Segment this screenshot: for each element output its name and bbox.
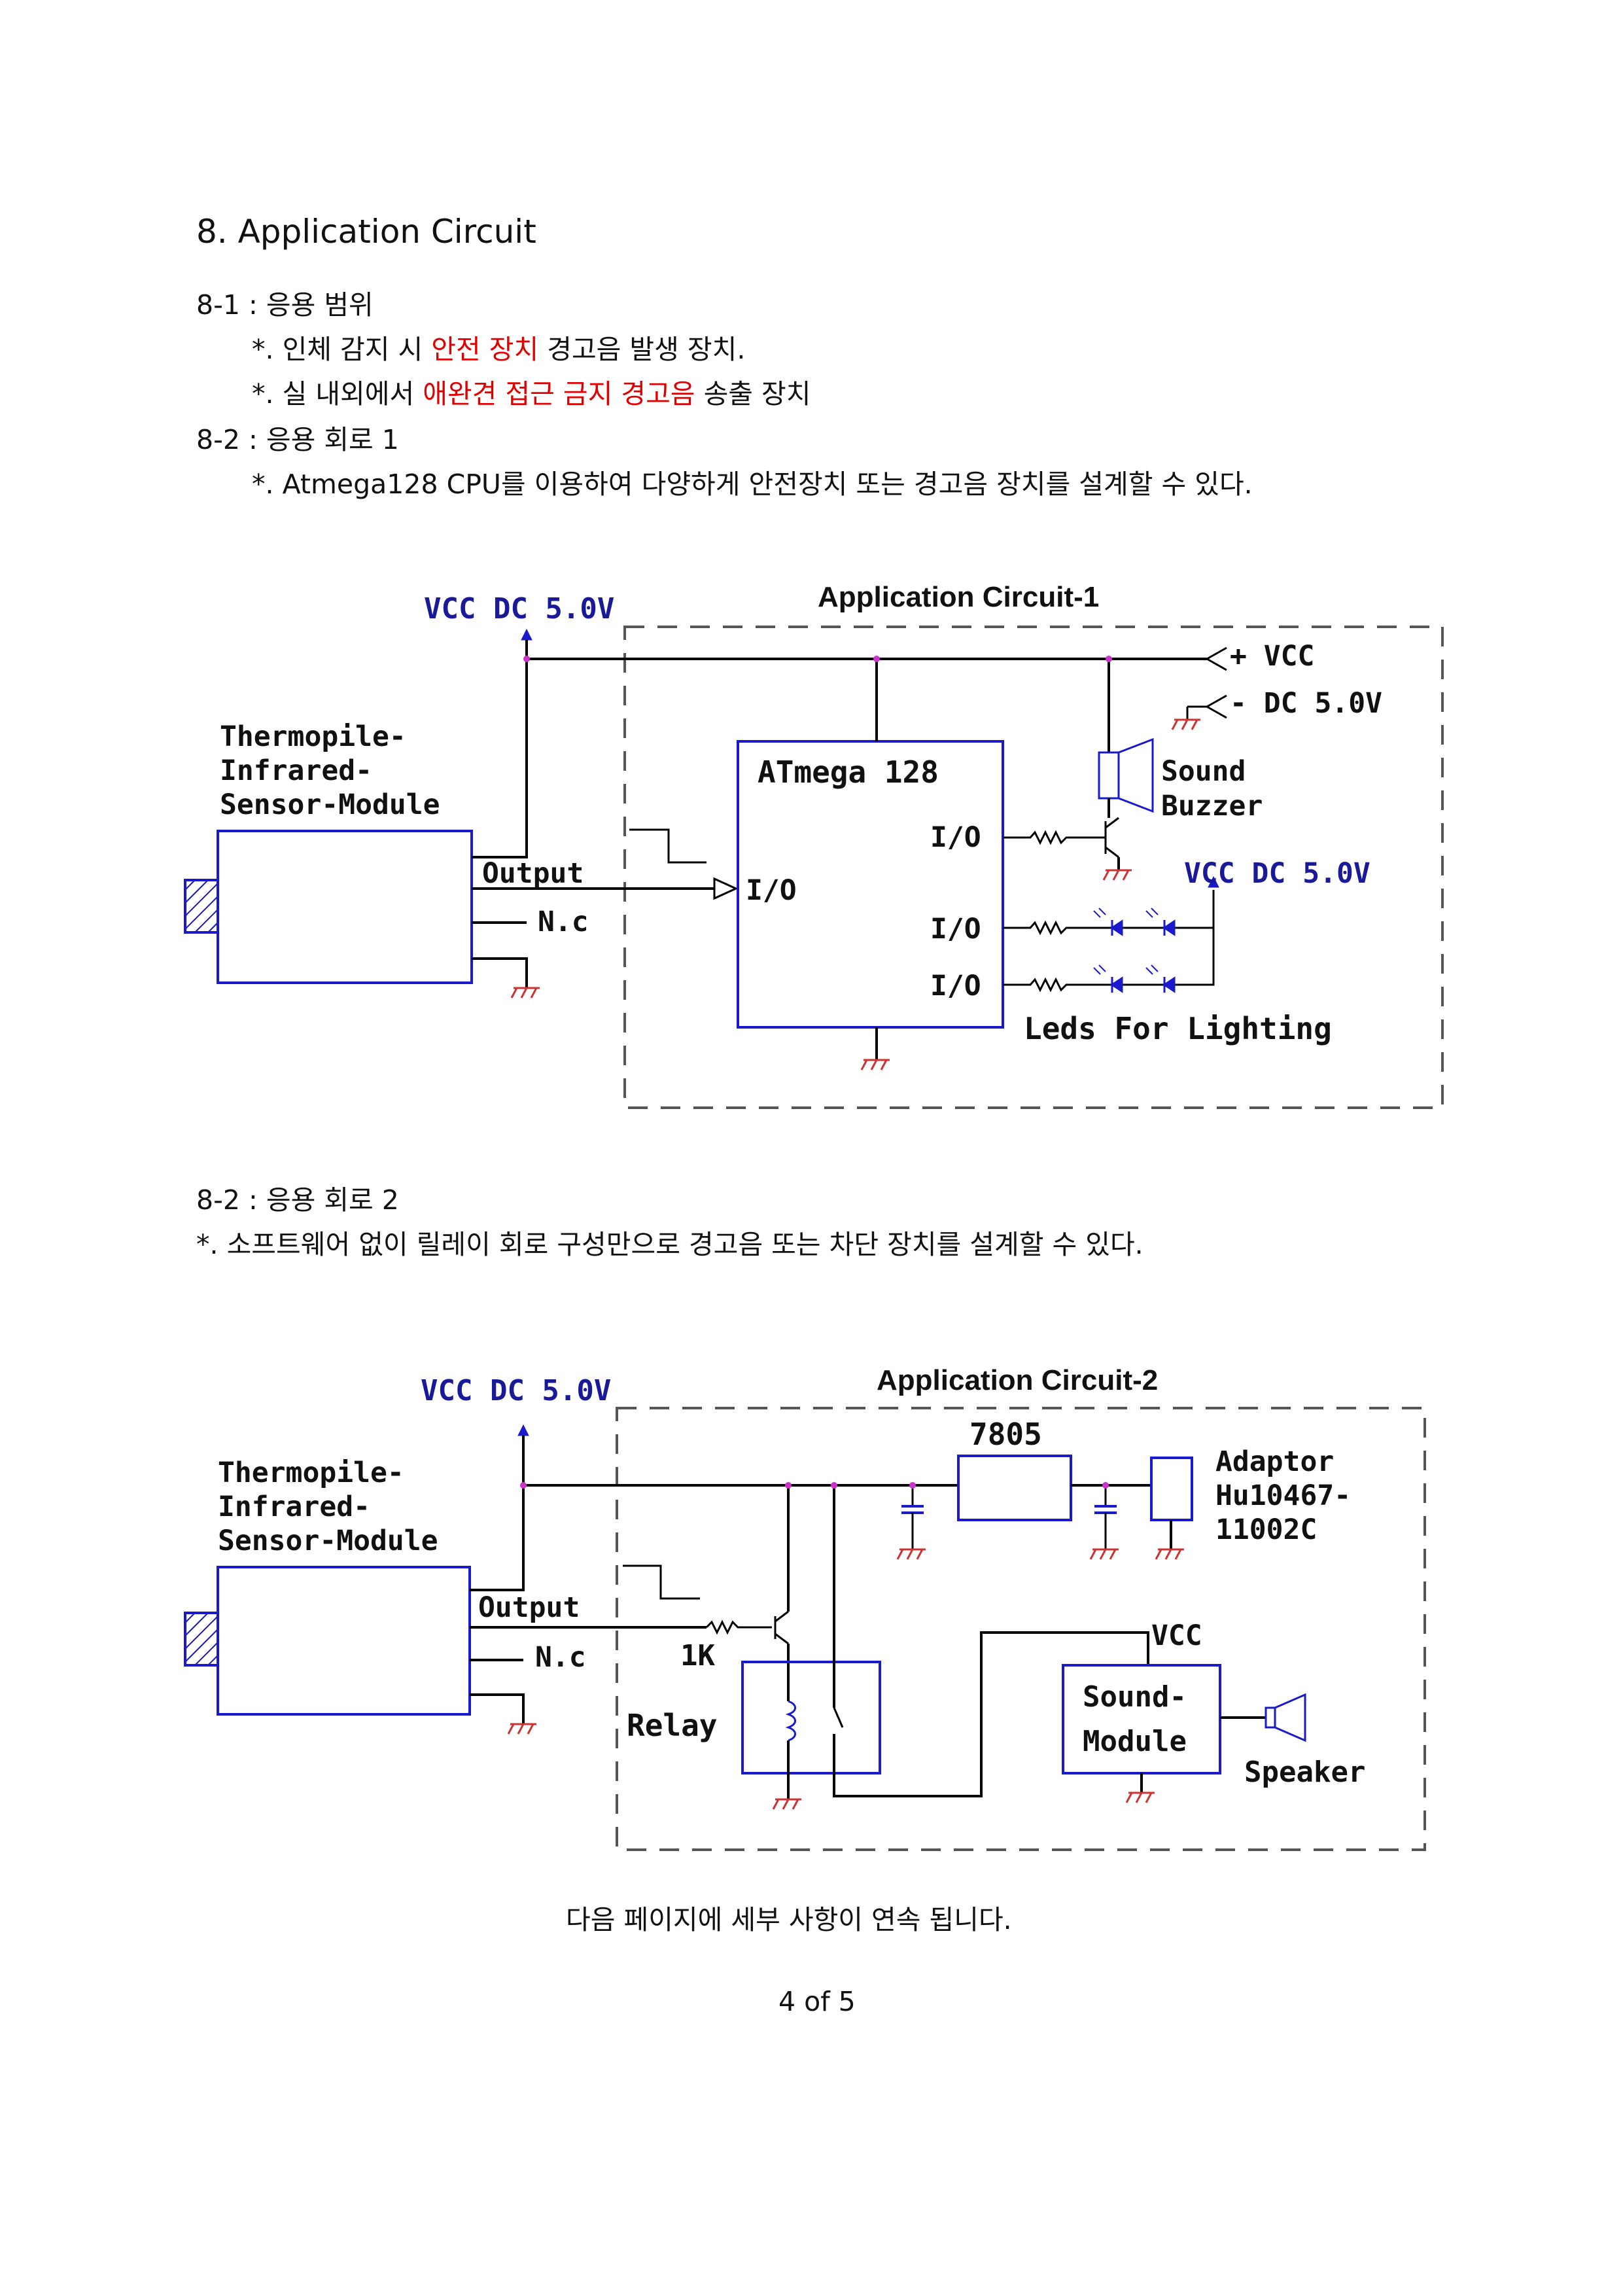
continuation-note: 다음 페이지에 세부 사항이 연속 됩니다. — [566, 1904, 1012, 1935]
relay-box — [741, 1661, 881, 1775]
sensor2-label-line3: Sensor-Module — [218, 1525, 438, 1557]
mcu-label: ATmega 128 — [758, 754, 939, 790]
adaptor-label: Adaptor Hu10467- 11002C — [1215, 1445, 1351, 1547]
speaker-symbol — [1265, 1706, 1276, 1729]
circuit2-sensor-label: Thermopile- Infrared- Sensor-Module — [218, 1456, 438, 1558]
leds-label: Leds For Lighting — [1024, 1011, 1332, 1046]
mcu-io-input: I/O — [746, 874, 797, 907]
line2-highlight: 애완견 접근 금지 경고음 — [423, 378, 695, 410]
sensor-window — [184, 879, 219, 934]
sensor2-label-line2: Infrared- — [218, 1491, 370, 1523]
relay-label: Relay — [627, 1708, 718, 1743]
section-8-2a-line1: *. Atmega128 CPU를 이용하여 다양하게 안전장치 또는 경고음 … — [252, 468, 1253, 500]
circuit1-sensor-label: Thermopile- Infrared- Sensor-Module — [220, 720, 440, 822]
circuit1-title: Application Circuit-1 — [818, 581, 1100, 613]
mcu-io-2: I/O — [930, 913, 981, 945]
section-8-2b-title: 8-2 : 응용 회로 2 — [196, 1184, 399, 1216]
section-8-1-title: 8-1 : 응용 범위 — [196, 289, 374, 321]
minus-dc-label: - DC 5.0V — [1230, 687, 1382, 720]
sensor-module-box — [217, 830, 473, 984]
plus-vcc-label: + VCC — [1230, 640, 1315, 673]
circuit1-vcc2-label: VCC DC 5.0V — [1184, 857, 1370, 890]
sound-module-label: Sound- Module — [1083, 1675, 1187, 1764]
page-number: 4 of 5 — [778, 1986, 856, 2017]
line1-text-a: *. 인체 감지 시 — [252, 334, 432, 365]
vcc-rail-2 — [470, 1484, 958, 1591]
adaptor-box — [1150, 1457, 1193, 1521]
sound-module-label-line2: Module — [1083, 1725, 1187, 1758]
buzzer-label: Sound Buzzer — [1161, 754, 1263, 824]
sensor-label-line1: Thermopile- — [220, 720, 406, 753]
mcu-io-1: I/O — [930, 821, 981, 854]
circuit2-title: Application Circuit-2 — [877, 1364, 1159, 1396]
resistor-label: 1K — [680, 1639, 715, 1672]
buzzer-label-line1: Sound — [1161, 755, 1246, 788]
sensor-window-2 — [184, 1612, 219, 1667]
circuit2-output-label: Output — [478, 1591, 580, 1624]
circuit1-output-label: Output — [482, 857, 584, 890]
buzzer-label-line2: Buzzer — [1161, 790, 1263, 822]
section-8-1-line1: *. 인체 감지 시 안전 장치 경고음 발생 장치. — [252, 327, 745, 366]
sensor-label-line3: Sensor-Module — [220, 788, 440, 821]
section-8-2a-title: 8-2 : 응용 회로 1 — [196, 424, 399, 455]
line2-text-b: 송출 장치 — [695, 378, 811, 410]
circuit2-nc-label: N.c — [535, 1641, 586, 1674]
line2-text-a: *. 실 내외에서 — [252, 378, 423, 410]
sound-module-label-line1: Sound- — [1083, 1680, 1187, 1714]
adaptor-label-line1: Adaptor — [1215, 1445, 1335, 1478]
sensor-module-box-2 — [217, 1566, 471, 1716]
sensor-label-line2: Infrared- — [220, 754, 372, 787]
page-heading: 8. Application Circuit — [196, 213, 536, 251]
section-8-1-line2: *. 실 내외에서 애완견 접근 금지 경고음 송출 장치 — [252, 372, 811, 411]
circuit1-nc-label: N.c — [538, 906, 589, 938]
adaptor-label-line2: Hu10467- — [1215, 1479, 1352, 1512]
adaptor-label-line3: 11002C — [1215, 1513, 1318, 1546]
buzzer-symbol — [1098, 751, 1120, 800]
circuit2-vcc-label: VCC DC 5.0V — [421, 1374, 612, 1407]
circuit1-vcc-label: VCC DC 5.0V — [424, 592, 615, 626]
mcu-io-3: I/O — [930, 970, 981, 1002]
circuit2-vcc2-label: VCC — [1151, 1619, 1202, 1652]
line1-text-b: 경고음 발생 장치. — [538, 334, 746, 365]
sensor2-label-line1: Thermopile- — [218, 1457, 404, 1489]
line1-highlight: 안전 장치 — [431, 334, 539, 365]
regulator-box — [957, 1455, 1072, 1521]
section-8-2b-line1: *. 소프트웨어 없이 릴레이 회로 구성만으로 경고음 또는 차단 장치를 설… — [196, 1229, 1143, 1260]
speaker-label: Speaker — [1244, 1756, 1366, 1789]
regulator-label: 7805 — [969, 1417, 1042, 1452]
